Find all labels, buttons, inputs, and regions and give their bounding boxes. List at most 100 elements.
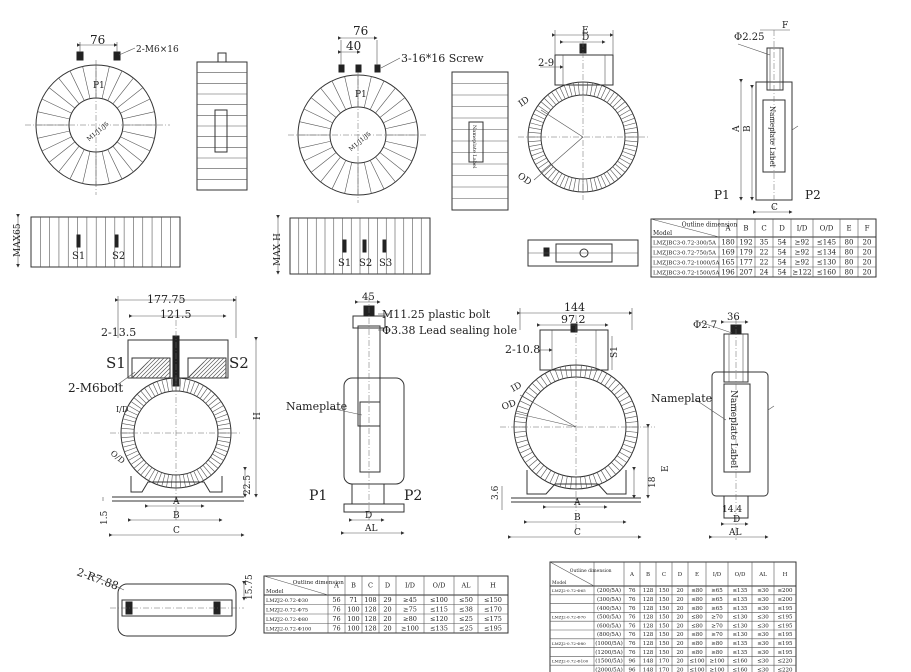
table-cell: 76 [629, 597, 636, 603]
winding-line [170, 378, 173, 392]
v7-hole: 2-10.8 [505, 343, 540, 356]
hatch-line [191, 357, 213, 379]
v2-plate-label: Nameplate Label [471, 125, 477, 169]
hatch-line [151, 359, 171, 379]
winding-line [186, 379, 191, 393]
table-cell: ≤80 [691, 597, 703, 603]
winding-line [528, 131, 542, 134]
winding-line [563, 85, 569, 98]
table-cell: 80 [845, 268, 854, 276]
winding-line [533, 113, 546, 120]
table-cell: 20 [677, 667, 684, 672]
table-header-cell: H [490, 582, 496, 590]
v8-dim-144: 14.4 [722, 505, 742, 515]
table-cell: ≤30 [757, 659, 769, 665]
winding-line [514, 435, 527, 439]
winding-line [299, 140, 331, 149]
winding-line [193, 383, 200, 396]
v7-s1: S1 [610, 346, 620, 358]
winding-line [210, 401, 222, 410]
winding-line [625, 415, 638, 419]
table-corner-bottom: Model [552, 580, 567, 586]
table-cell: ≤135 [732, 650, 748, 656]
table-cell: ≤195 [777, 606, 793, 612]
view8-side: Φ2.7 36 Nameplate Nameplate Label 14.4 D… [651, 312, 775, 540]
winding-line [537, 105, 549, 114]
winding-line [586, 82, 589, 96]
winding-line [69, 149, 85, 180]
winding-line [570, 476, 572, 489]
table-cell: ≤80 [691, 632, 703, 638]
winding-line [564, 476, 568, 489]
winding-line [126, 409, 139, 416]
winding-line [603, 173, 611, 185]
v7-dim-e: E [661, 465, 671, 472]
table-cell: 96 [629, 659, 636, 665]
winding-line [156, 381, 162, 394]
table-cell: (1000/5A) [595, 640, 623, 647]
v3-hole: 2-9 [538, 58, 554, 69]
v6-hole: Φ3.38 Lead sealing hole [382, 324, 517, 337]
winding-line [130, 401, 142, 410]
table-cell: ≤130 [732, 623, 748, 629]
view6-side: 45 M11.25 plastic bolt Φ3.38 Lead sealin… [286, 292, 517, 535]
winding-line [588, 367, 593, 379]
winding-line [528, 127, 542, 131]
winding-line [604, 467, 612, 478]
winding-line [624, 410, 636, 415]
winding-line [161, 379, 166, 393]
hatch-line [199, 357, 221, 379]
winding-line [120, 136, 151, 152]
table-cell: 20 [677, 615, 684, 621]
v7-id: ID [510, 381, 524, 395]
winding-line [625, 435, 638, 439]
table-cell: ≤30 [757, 623, 769, 629]
table-cell: ≤135 [732, 606, 748, 612]
winding-line [600, 174, 607, 187]
winding-line [375, 156, 396, 183]
table-cell: ≥92 [795, 238, 810, 246]
table-cell: ≤130 [817, 258, 836, 266]
table-cell: LMZJ2-0.72-Φ80 [552, 641, 586, 646]
v8-dim-al: AL [728, 528, 741, 538]
winding-line [136, 393, 147, 404]
winding-line [514, 415, 527, 419]
winding-line [514, 431, 527, 433]
table-cell: ≤160 [817, 268, 836, 276]
winding-line [144, 467, 153, 479]
table-header-cell: A [724, 224, 731, 232]
winding-line [190, 472, 196, 485]
table-cell: 20 [863, 248, 872, 256]
winding-line [299, 121, 331, 130]
table-cell: ≥100 [709, 659, 725, 665]
v6-p1: P1 [309, 488, 327, 504]
table-cell: ≤220 [777, 667, 793, 672]
v2-s2: S2 [359, 258, 372, 269]
winding-line [136, 462, 147, 473]
view9-bottom: 2-R7.88 15.75 [75, 566, 255, 637]
winding-line [589, 82, 593, 96]
table-cell: ≥80 [711, 641, 723, 647]
winding-line [535, 157, 547, 165]
winding-line [310, 97, 337, 118]
v5-dim-15: 1.5 [100, 510, 110, 525]
table-cell: 20 [383, 615, 391, 623]
winding-line [604, 376, 612, 387]
table-cell: ≤100 [689, 659, 705, 665]
table-cell: ≤30 [757, 597, 769, 603]
winding-line [303, 108, 333, 124]
table-cell: 148 [643, 659, 654, 665]
winding-line [619, 157, 631, 165]
winding-line [624, 143, 638, 147]
winding-line [577, 82, 580, 96]
table-cell: 80 [845, 248, 854, 256]
winding-line [617, 105, 629, 114]
winding-line [369, 80, 385, 110]
v7-dim-18: 18 [648, 476, 658, 488]
table-cell: ≥75 [403, 605, 417, 613]
winding-line [525, 455, 536, 463]
table-cell: 20 [677, 597, 684, 603]
table-cell: 100 [347, 605, 359, 613]
v3-dim-d: D [582, 33, 589, 43]
table-cell: ≥65 [711, 597, 723, 603]
